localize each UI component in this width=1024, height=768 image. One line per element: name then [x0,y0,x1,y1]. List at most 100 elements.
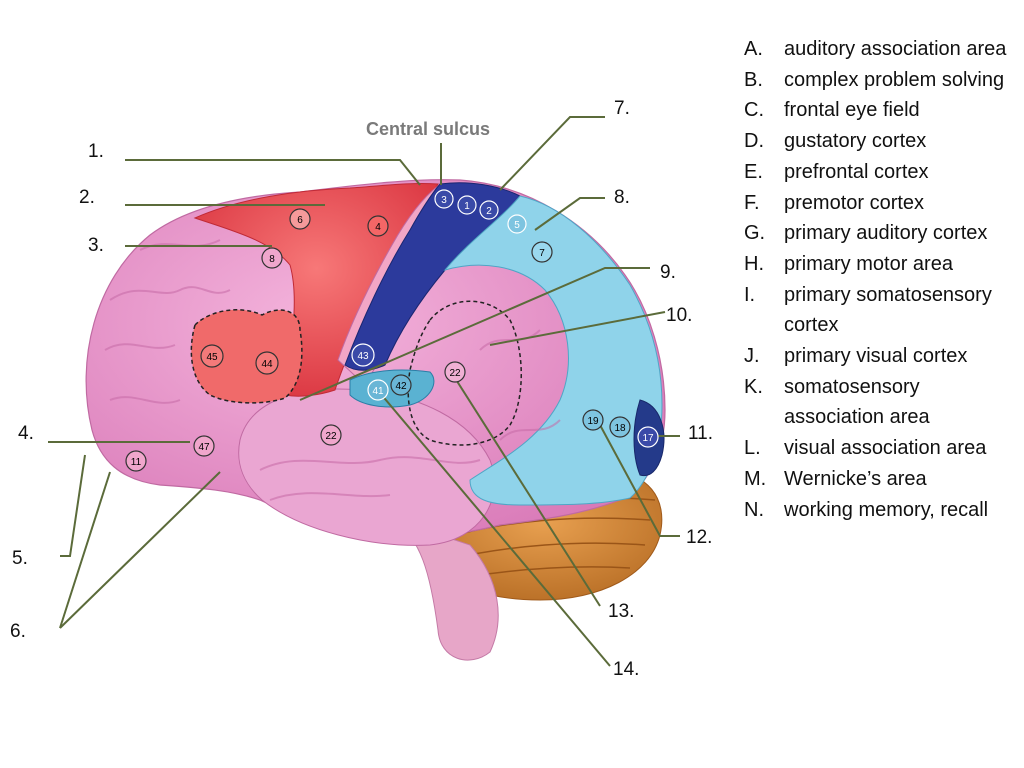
key-letter: B. [744,68,763,91]
area-41-text: 41 [372,386,384,397]
label-12: 12. [686,527,713,548]
label-11: 11. [688,423,714,444]
label-3: 3. [88,235,104,256]
key-item: E. prefrontal cortex [744,157,1020,188]
key-text: auditory association area [784,38,1007,60]
key-item: N.working memory, recall [744,495,1020,526]
key-text: prefrontal cortex [784,160,929,183]
area-44-text: 44 [261,359,273,370]
area-8-text: 8 [269,254,275,265]
area-8-marker: 8 [261,247,283,269]
label-9: 9. [660,262,676,283]
key-item: M. Wernicke’s area [744,464,1020,495]
area-43-marker: 43 [351,343,375,367]
area-22b-text: 22 [325,431,337,442]
area-42-text: 42 [395,381,407,392]
key-item: F.premotor cortex [744,188,1020,219]
key-text: premotor cortex [784,191,925,214]
area-6-text: 6 [297,215,303,226]
key-item: B. complex problem solving [744,65,1020,96]
area-2-text: 2 [486,206,492,217]
area-6-marker: 6 [289,208,311,230]
label-7: 7. [614,98,630,119]
label-10: 10. [666,305,693,326]
area-17-marker: 17 [637,426,659,448]
somatosensory-association [443,195,663,506]
area-42-marker: 42 [390,374,412,396]
area-19-marker: 19 [582,409,604,431]
key-text: Wernicke’s area [784,467,927,490]
central-sulcus-label: Central sulcus [366,119,491,139]
area-11-text: 11 [131,457,142,468]
key-letter: K. [744,375,763,398]
key-letter: C. [744,99,764,122]
key-letter: A. [744,38,763,60]
label-14: 14. [613,659,640,680]
area-17-text: 17 [642,433,654,444]
key-item: H. primary motor area [744,249,1020,280]
key-letter: L. [744,437,761,460]
area-18-text: 18 [614,423,626,434]
area-4-marker: 4 [367,215,389,237]
area-7-text: 7 [539,248,545,259]
area-22a-text: 22 [449,368,461,379]
area-43-text: 43 [357,351,369,362]
area-1-marker: 1 [457,195,477,215]
area-1-text: 1 [464,201,470,212]
brain-stem [394,519,499,661]
area-3-text: 3 [441,195,447,206]
key-letter: D. [744,130,764,153]
key-item: D. gustatory cortex [744,126,1020,157]
key-text: visual association area [784,437,987,460]
area-47-text: 47 [198,442,210,453]
key-item: I. primary somatosensory cortex [744,280,1020,341]
area-3-marker: 3 [434,189,454,209]
key-text: frontal eye field [784,99,920,122]
label-5: 5. [12,548,28,569]
key-item: C. frontal eye field [744,95,1020,126]
area-18-marker: 18 [609,416,631,438]
leader-lines [48,116,680,667]
label-1: 1. [88,141,104,162]
label-4: 4. [18,423,34,444]
area-22a-marker: 22 [444,361,466,383]
label-6: 6. [10,621,26,642]
area-41-marker: 41 [367,379,389,401]
key-letter: J. [744,345,760,368]
key-letter: E. [744,160,763,183]
key-letter: M. [744,467,767,490]
key-letter: H. [744,252,764,275]
key-letter: G. [744,222,766,245]
key-letter: N. [744,498,764,521]
area-45-marker: 45 [200,344,224,368]
area-5-text: 5 [514,220,520,231]
area-11-marker: 11 [125,450,147,472]
cerebellum-folia [439,497,656,579]
area-22b-marker: 22 [320,424,342,446]
area-7-marker: 7 [531,241,553,263]
area-45-text: 45 [206,352,218,363]
key-text: somatosensory association area [784,375,930,429]
key-item: G. primary auditory cortex [744,218,1020,249]
area-markers: 6 4 3 1 2 5 7 8 45 44 43 41 42 22 22 47 … [125,189,659,472]
label-8: 8. [614,187,630,208]
key-text: primary somatosensory cortex [784,283,992,337]
key-text: primary visual cortex [784,345,968,368]
label-2: 2. [79,187,95,208]
area-19-text: 19 [587,416,599,427]
key-text: complex problem solving [784,68,1005,91]
area-47-marker: 47 [193,435,215,457]
area-2-marker: 2 [479,200,499,220]
label-13: 13. [608,601,635,622]
broca-area [190,309,303,404]
key-item: L. visual association area [744,433,1020,464]
key-text: gustatory cortex [784,130,927,153]
key-item: J. primary visual cortex [744,341,1020,372]
area-44-marker: 44 [255,351,279,375]
area-5-marker: 5 [507,214,527,234]
key-letter: I. [744,283,756,306]
key-text: primary motor area [784,252,953,275]
key-text: primary auditory cortex [784,222,988,245]
